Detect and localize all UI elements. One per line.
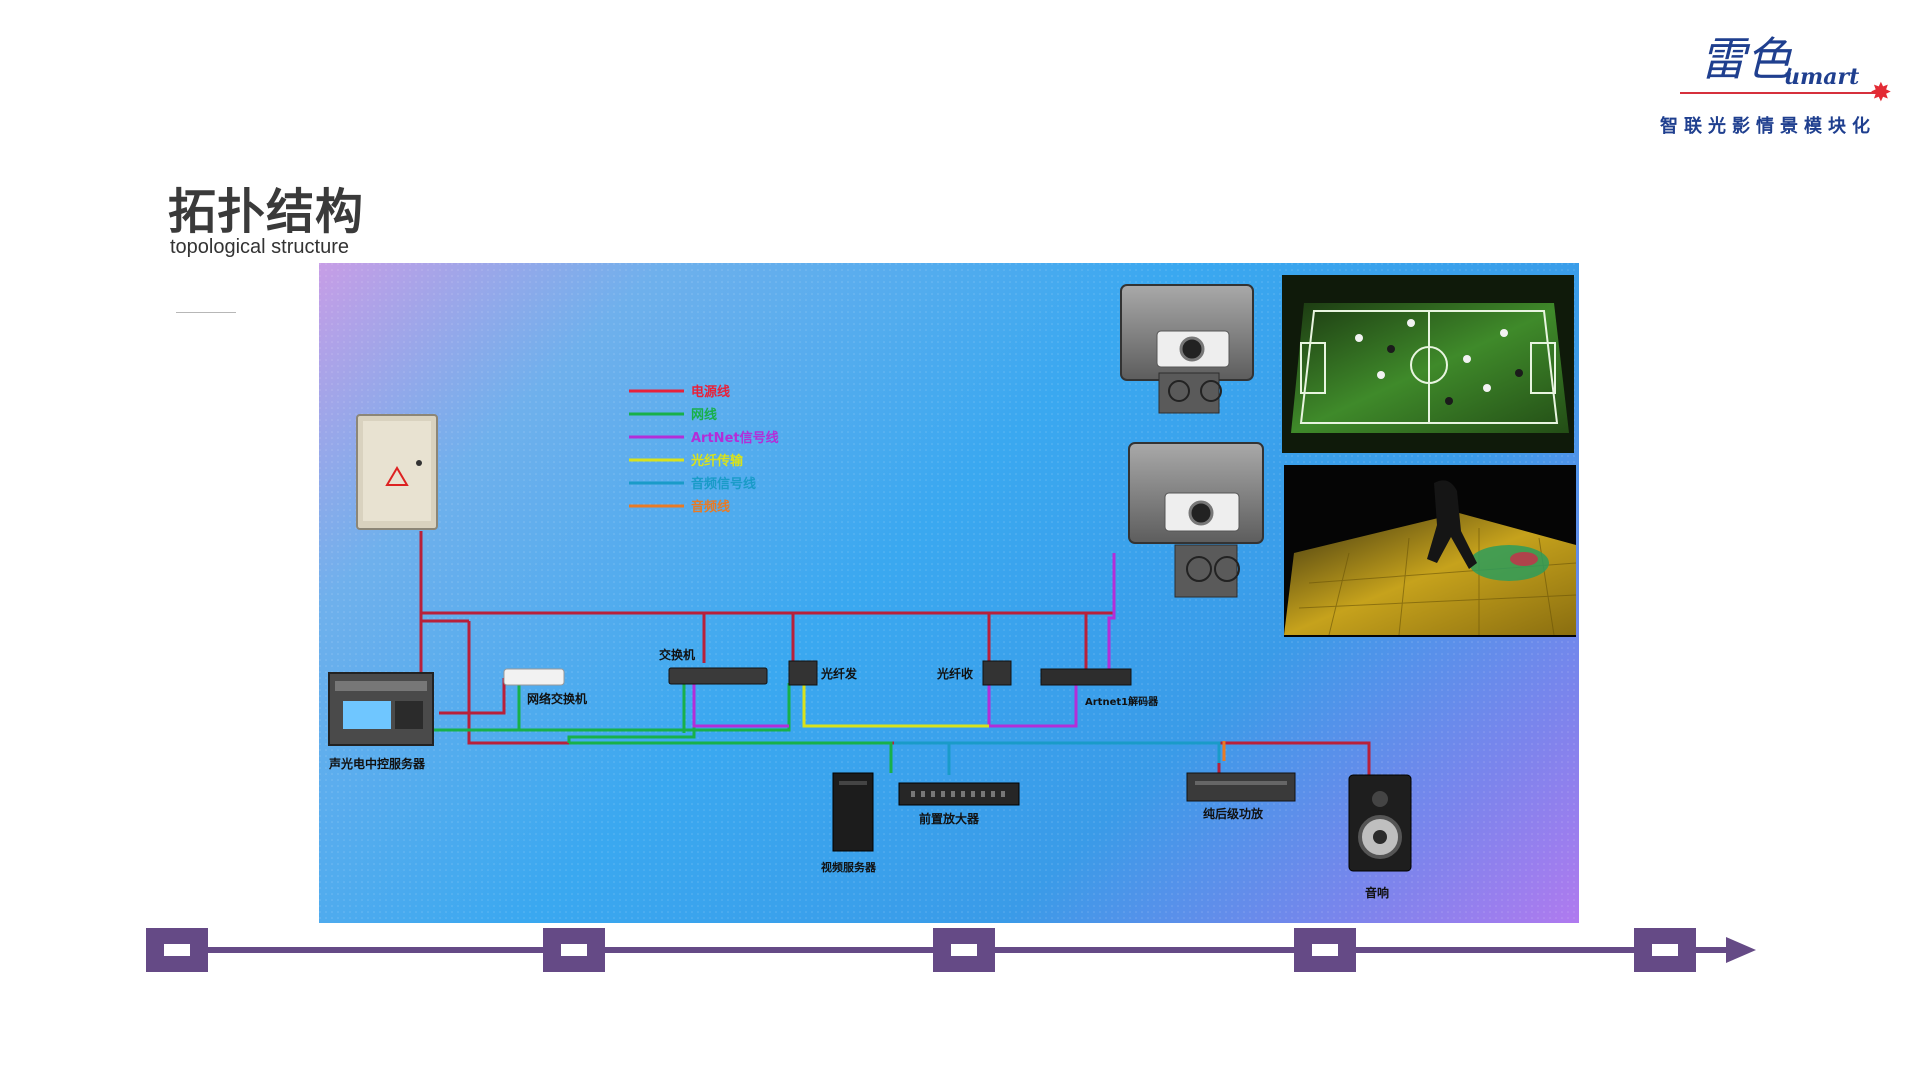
page-subtitle: topological structure xyxy=(170,236,349,258)
timeline-node-2 xyxy=(543,928,605,972)
fiber-receiver: 光纤收 xyxy=(936,660,1012,686)
timeline-node-4 xyxy=(1294,928,1356,972)
timeline xyxy=(146,920,1756,980)
switch: 交换机 xyxy=(659,647,768,685)
label-power-amp: 纯后级功放 xyxy=(1203,806,1264,821)
power-amplifier: 纯后级功放 xyxy=(1186,772,1296,821)
soccer-projection-photo xyxy=(1282,275,1574,453)
legend-label-audio: 音频线 xyxy=(691,499,730,515)
lens-icon xyxy=(1188,500,1214,526)
network-switch: 网络交换机 xyxy=(503,668,587,706)
topology-diagram: 电源线 网线 ArtNet信号线 光纤传输 音频信号线 音频线 xyxy=(319,263,1579,923)
arrow-right-icon xyxy=(1726,937,1756,963)
projector-top xyxy=(1120,284,1254,414)
legend-label-audio-signal: 音频信号线 xyxy=(691,476,756,492)
timeline-node-1 xyxy=(146,928,208,972)
page-title: 拓扑结构 xyxy=(168,184,365,240)
net-video-server xyxy=(569,741,893,773)
legend-label-fiber: 光纤传输 xyxy=(690,453,744,469)
star-icon: ✸ xyxy=(1870,78,1892,108)
timeline-svg xyxy=(146,928,1756,972)
artnet-decoder xyxy=(987,683,1078,728)
title-divider xyxy=(176,312,236,313)
label-artnet-decoder: Artnet1解码器 xyxy=(1085,695,1159,708)
logo-script: 雷色 xyxy=(1700,32,1792,86)
label-fiber-rx: 光纤收 xyxy=(936,666,973,681)
logo-underline xyxy=(1680,92,1878,94)
projector-bottom xyxy=(1128,442,1264,598)
artnet-projectors xyxy=(1107,553,1116,673)
electric-cabinet xyxy=(356,414,438,530)
legend: 电源线 网线 ArtNet信号线 光纤传输 音频信号线 音频线 xyxy=(629,384,779,515)
lens-icon xyxy=(1179,336,1205,362)
pre-amplifier: 前置放大器 xyxy=(898,782,1020,826)
label-speaker: 音响 xyxy=(1365,885,1389,900)
artnet-switch xyxy=(692,683,789,728)
label-fiber-tx: 光纤发 xyxy=(820,666,858,681)
fiber-link xyxy=(802,683,989,728)
logo-slogan: 智联光影情景模块化 xyxy=(1660,116,1876,137)
audio-signal xyxy=(894,741,1221,763)
label-preamp: 前置放大器 xyxy=(919,811,980,826)
control-server: 声光电中控服务器 xyxy=(328,672,434,771)
fiber-transmitter: 光纤发 xyxy=(788,660,858,686)
video-server: 视频服务器 xyxy=(821,772,877,874)
label-network-switch: 网络交换机 xyxy=(527,691,587,706)
topology-svg: 电源线 网线 ArtNet信号线 光纤传输 音频信号线 音频线 xyxy=(319,263,1579,923)
connections xyxy=(419,531,1371,778)
tweeter-icon xyxy=(1372,791,1388,807)
legend-label-network: 网线 xyxy=(691,407,717,423)
logo-brand: umart xyxy=(1784,64,1860,90)
label-control-server: 声光电中控服务器 xyxy=(328,756,426,771)
timeline-node-5 xyxy=(1634,928,1696,972)
timeline-node-3 xyxy=(933,928,995,972)
floor-projection-photo xyxy=(1284,465,1577,637)
artnet-decoder: Artnet1解码器 xyxy=(1040,668,1159,708)
power-network-switch xyxy=(439,678,506,715)
net-main xyxy=(424,683,791,732)
warning-icon xyxy=(385,466,409,486)
label-video-server: 视频服务器 xyxy=(821,860,877,874)
label-switch: 交换机 xyxy=(659,647,695,662)
legend-label-power: 电源线 xyxy=(691,384,730,400)
company-logo: 雷色 umart ✸ 智联光影情景模块化 xyxy=(1660,28,1918,146)
person-silhouette xyxy=(1427,480,1477,569)
legend-label-artnet: ArtNet信号线 xyxy=(691,430,779,446)
speaker: 音响 xyxy=(1348,774,1412,900)
